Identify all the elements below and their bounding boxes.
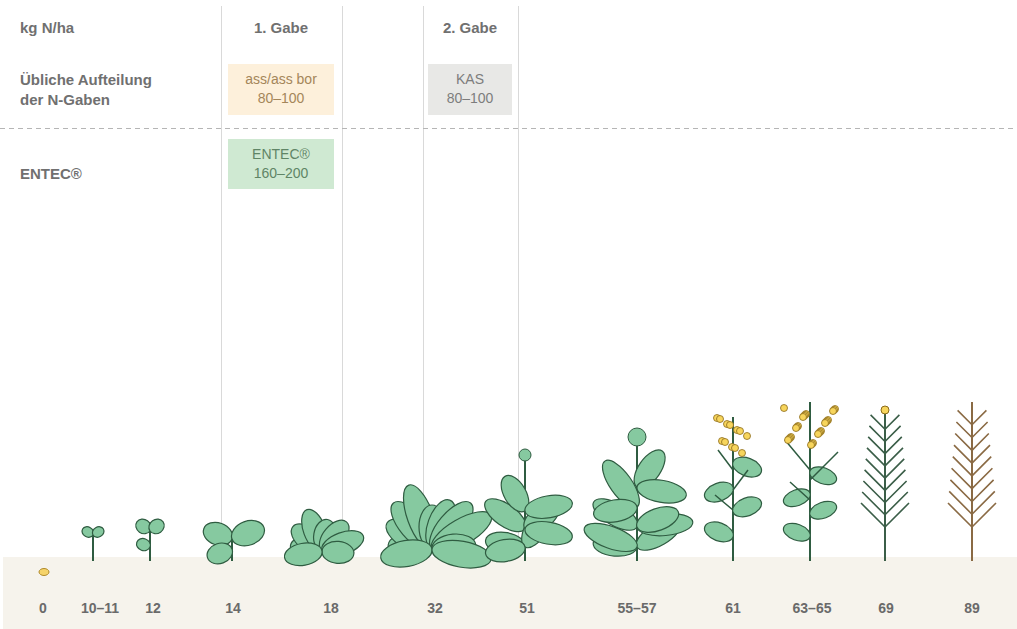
stage-number: 0 — [39, 598, 47, 618]
timing-lines — [222, 6, 519, 557]
product-name: ass/ass bor — [245, 70, 317, 89]
plants — [39, 402, 996, 576]
stage-number: 63–65 — [793, 598, 832, 618]
header-label: 2. Gabe — [443, 18, 497, 38]
stage-number: 55–57 — [618, 598, 657, 618]
header-label: Übliche Aufteilung der N-Gaben — [20, 70, 175, 110]
ground-band — [3, 557, 1017, 629]
stage-number: 69 — [878, 598, 894, 618]
amount-range: 80–100 — [258, 89, 305, 108]
stage-number: 51 — [519, 598, 535, 618]
stage-number: 89 — [964, 598, 980, 618]
amount-range: 80–100 — [447, 89, 494, 108]
stage-number: 12 — [145, 598, 161, 618]
separator-line — [0, 128, 1017, 129]
fertilizer-box: ass/ass bor80–100 — [228, 64, 334, 115]
stage-number: 61 — [725, 598, 741, 618]
stage-number: 14 — [225, 598, 241, 618]
stage-number: 18 — [323, 598, 339, 618]
header-label: 1. Gabe — [254, 18, 308, 38]
product-name: ENTEC® — [252, 145, 310, 164]
stage-number: 10–11 — [81, 598, 119, 618]
fertilizer-box: KAS80–100 — [428, 64, 512, 115]
stage-number: 32 — [427, 598, 443, 618]
header-label: kg N/ha — [20, 18, 74, 38]
entec-box: ENTEC®160–200 — [228, 139, 334, 189]
amount-range: 160–200 — [254, 164, 309, 183]
product-name: KAS — [456, 70, 484, 89]
header-label: ENTEC® — [20, 164, 82, 184]
